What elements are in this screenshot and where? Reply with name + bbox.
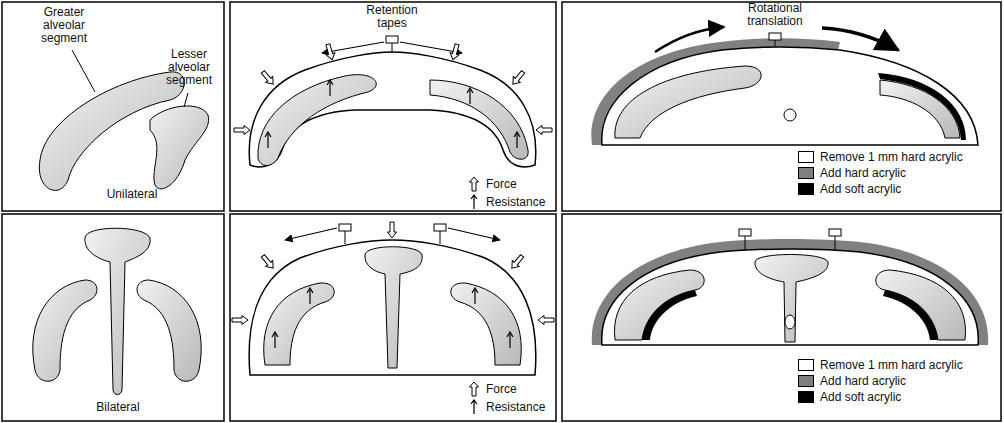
legend-text: Resistance	[486, 195, 545, 209]
molding-plate	[602, 47, 978, 145]
legend-swatch	[798, 375, 814, 387]
alveolar-segment	[264, 247, 522, 368]
panel-caption: Bilateral	[78, 401, 158, 414]
legend-item: Add soft acrylic	[798, 390, 901, 404]
vent-hole	[784, 109, 796, 121]
legend-swatch	[798, 167, 814, 179]
resistance-arrow	[265, 80, 520, 148]
legend-text: Remove 1 mm hard acrylic	[820, 150, 963, 164]
part-label: Retention tapes	[350, 4, 434, 30]
legend-text: Remove 1 mm hard acrylic	[820, 358, 963, 372]
alveolar-segment	[615, 66, 960, 138]
legend-text: Add soft acrylic	[820, 182, 901, 196]
added-hard-acrylic	[592, 239, 988, 345]
legend-swatch	[798, 391, 814, 403]
molding-plate	[249, 52, 536, 167]
part-label: Greater alveolar segment	[26, 6, 102, 46]
legend-swatch	[798, 183, 814, 195]
vent-hole	[785, 315, 795, 329]
legend-item: Resistance	[468, 399, 545, 415]
force-arrow-sample	[468, 381, 480, 397]
added-soft-acrylic	[878, 73, 966, 140]
retention-button	[739, 229, 841, 250]
alveolar-segment	[33, 228, 201, 394]
molding-plate	[602, 249, 979, 345]
tape-arrow	[322, 42, 462, 53]
rotation-arrow	[655, 27, 898, 52]
legend-swatch	[798, 359, 814, 371]
resistance-arrow-sample	[468, 194, 480, 210]
motion-label: Rotational translation	[725, 2, 825, 28]
legend-item: Remove 1 mm hard acrylic	[798, 358, 963, 372]
legend-item: Add soft acrylic	[798, 182, 901, 196]
legend-item: Resistance	[468, 194, 545, 210]
legend-item: Add hard acrylic	[798, 374, 906, 388]
added-soft-acrylic	[642, 290, 938, 340]
legend-item: Force	[468, 176, 517, 192]
force-arrow	[232, 222, 554, 325]
retention-button	[386, 36, 398, 52]
alveolar-segment	[258, 75, 528, 166]
molding-plate	[249, 240, 536, 375]
resistance-arrow	[272, 288, 513, 348]
alveolar-segment	[614, 255, 965, 343]
alveolar-segment	[39, 72, 208, 191]
legend-text: Force	[486, 177, 517, 191]
legend-swatch	[798, 151, 814, 163]
retention-button	[769, 33, 781, 46]
force-arrow-sample	[468, 176, 480, 192]
panel-caption: Unilateral	[92, 188, 172, 201]
legend-item: Remove 1 mm hard acrylic	[798, 150, 963, 164]
legend-text: Add hard acrylic	[820, 374, 906, 388]
legend-text: Add soft acrylic	[820, 390, 901, 404]
part-label: Lesser alveolar segment	[158, 48, 220, 88]
legend-text: Force	[486, 382, 517, 396]
legend-item: Add hard acrylic	[798, 166, 906, 180]
legend-item: Force	[468, 381, 517, 397]
force-arrow	[234, 43, 552, 134]
resistance-arrow-sample	[468, 399, 480, 415]
legend-text: Resistance	[486, 400, 545, 414]
legend-text: Add hard acrylic	[820, 166, 906, 180]
